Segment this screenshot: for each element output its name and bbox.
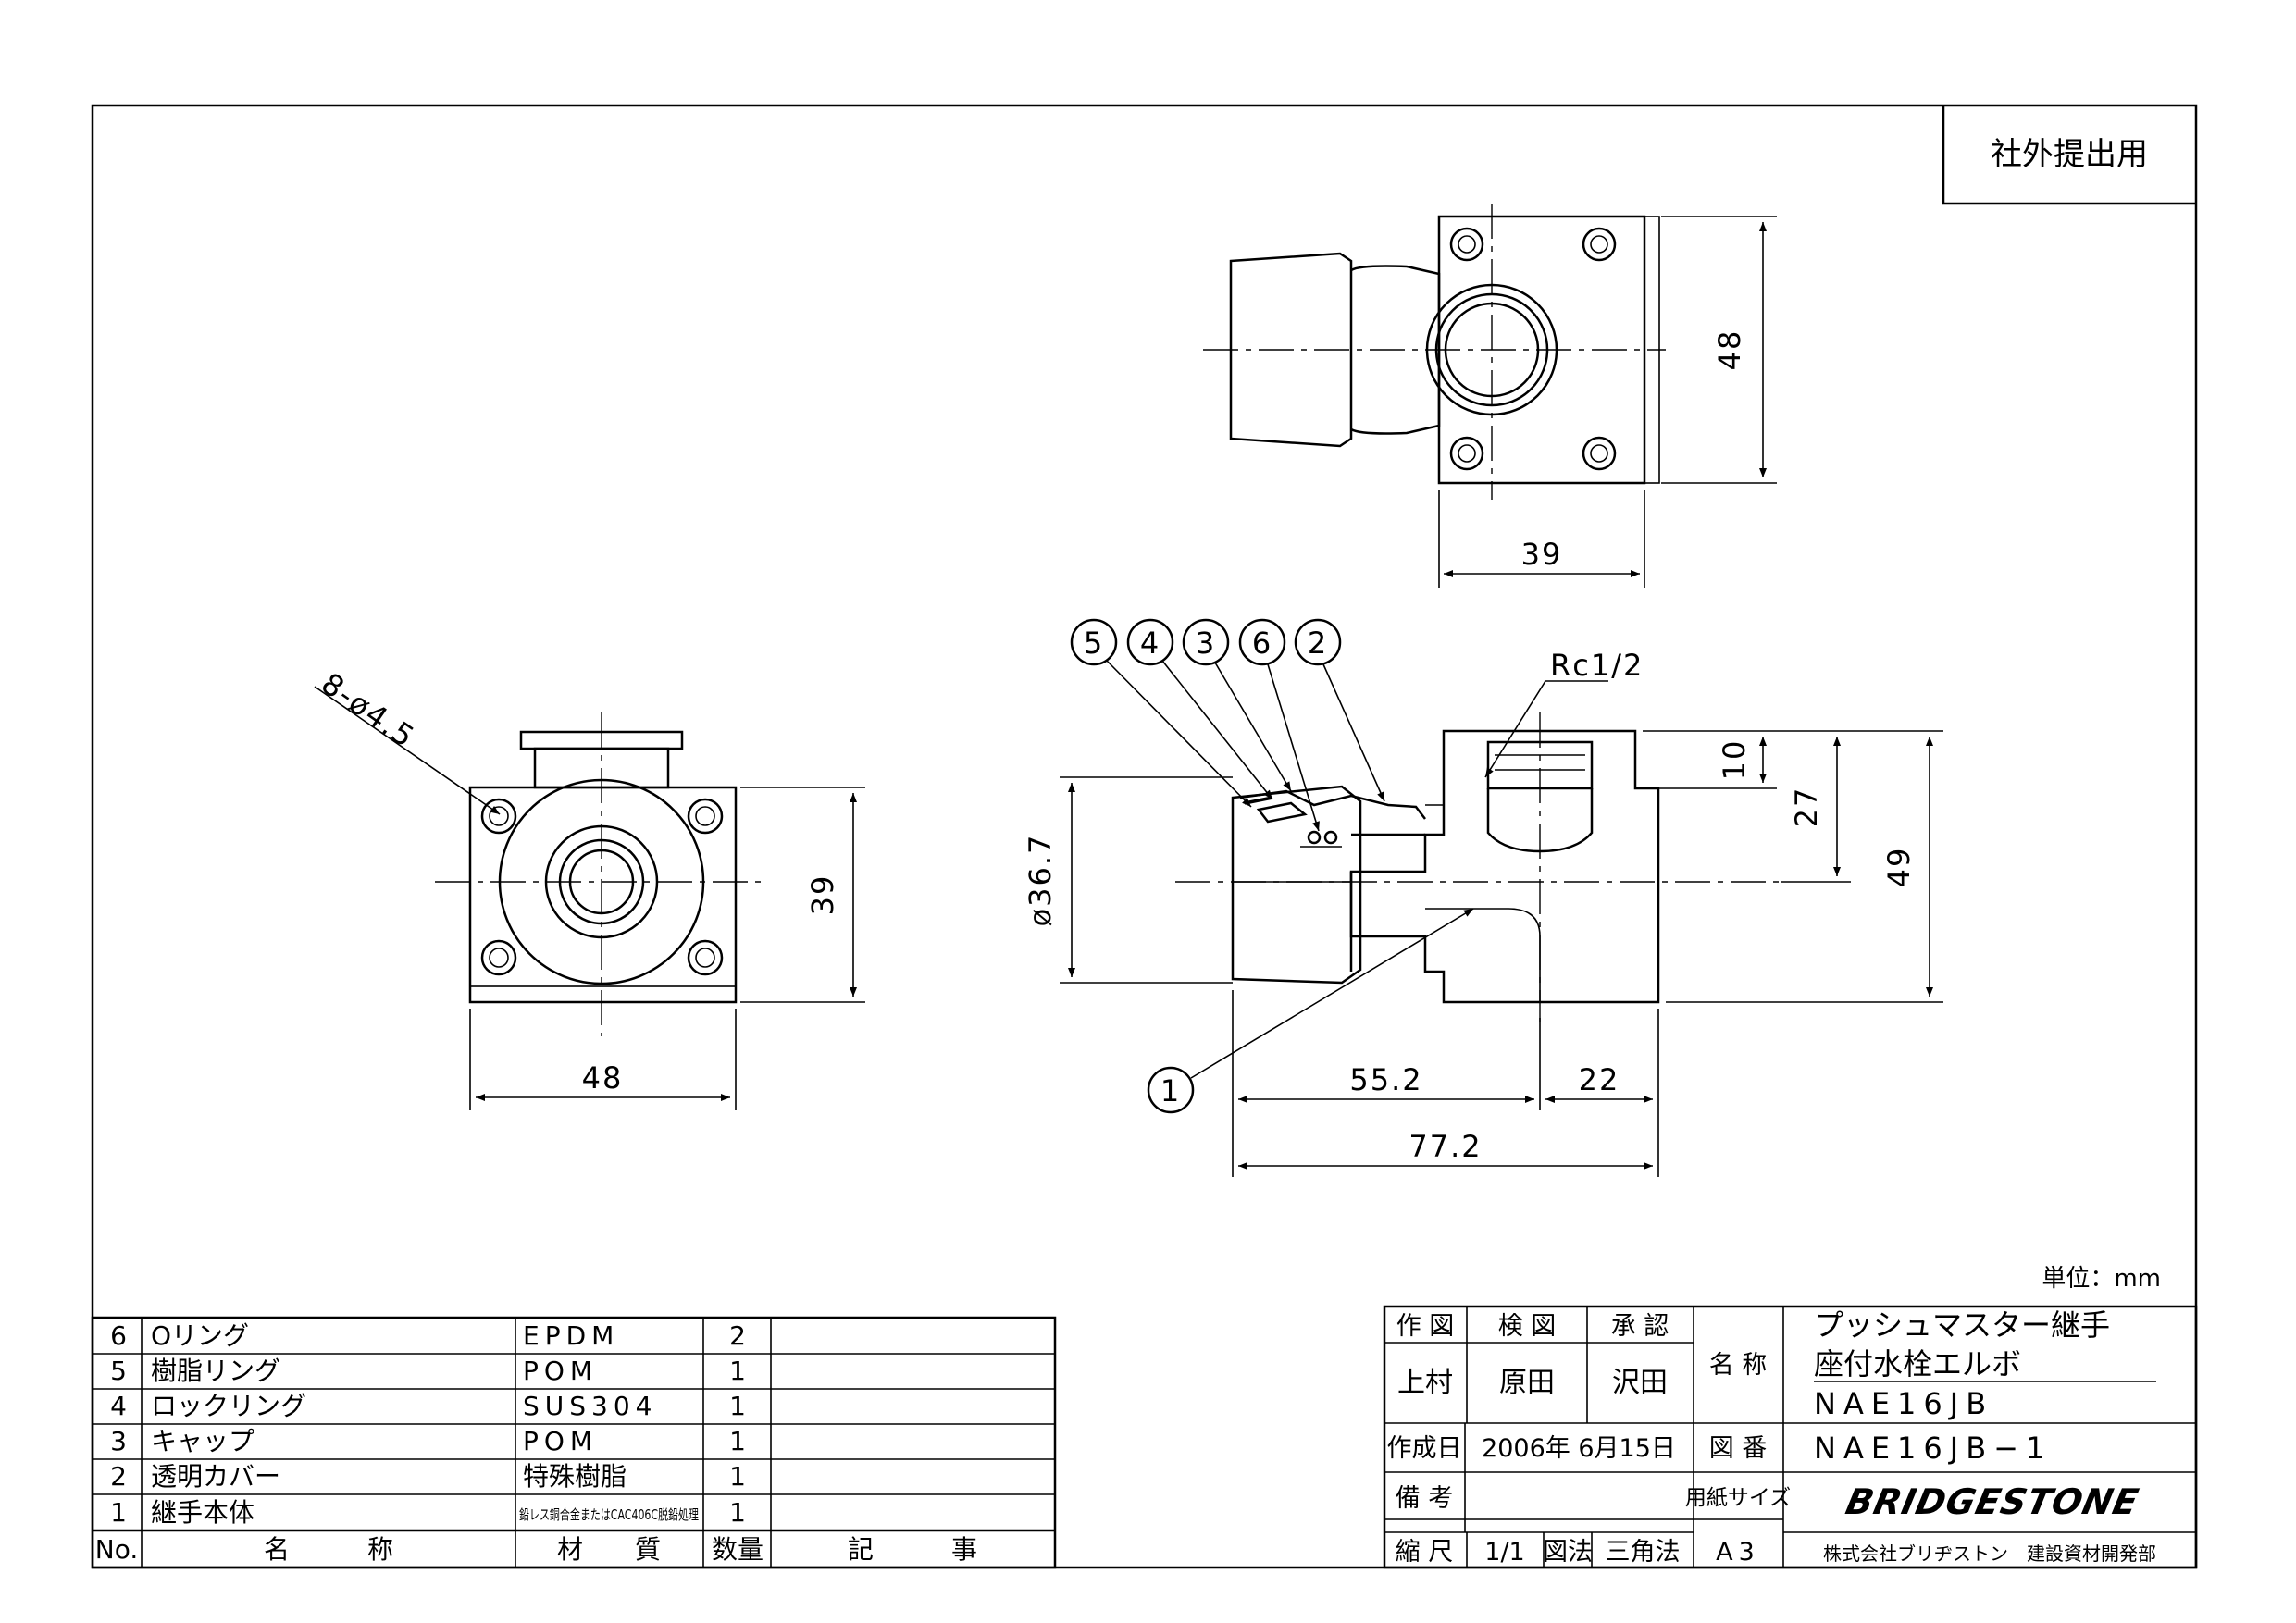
parts-header: No. 名 称 材 質 数量 記 事 bbox=[95, 1534, 977, 1565]
unit-label: 単位：mm bbox=[2042, 1265, 2161, 1293]
balloon-6: 6 bbox=[1252, 626, 1272, 661]
brand-logo: BRIDGESTONE bbox=[1843, 1481, 2143, 1523]
part-no: 6 bbox=[110, 1320, 127, 1351]
header-material: 材 質 bbox=[557, 1534, 661, 1565]
part-qty: 1 bbox=[729, 1391, 746, 1421]
section-thread-callout: Rc1/2 bbox=[1550, 648, 1644, 683]
parts-row: 6 Oリング EPDM 2 bbox=[110, 1320, 746, 1351]
front-hole-callout: 8-ø4.5 bbox=[315, 665, 421, 755]
part-material: POM bbox=[523, 1426, 598, 1456]
balloon-1: 1 bbox=[1160, 1073, 1181, 1109]
top-dim-height: 48 bbox=[1712, 329, 1747, 371]
parts-row: 1 継手本体 鉛レス銅合金またはCAC406C脱鉛処理 1 bbox=[110, 1497, 746, 1528]
sheet-frame bbox=[91, 104, 2198, 1569]
approved-by: 沢田 bbox=[1612, 1367, 1668, 1399]
balloon-3: 3 bbox=[1196, 626, 1216, 661]
product-name-line1: プッシュマスター継手 bbox=[1814, 1307, 2110, 1343]
part-no: 5 bbox=[110, 1356, 127, 1386]
paper-size: A3 bbox=[1716, 1538, 1760, 1567]
top-dim-width: 39 bbox=[1521, 537, 1563, 572]
part-name: 樹脂リング bbox=[151, 1356, 280, 1386]
title-block: 作 図 検 図 承 認 上村 原田 沢田 名 称 プッシュマスター継手 座付水栓… bbox=[1383, 1305, 2198, 1569]
section-dim-55: 55.2 bbox=[1349, 1062, 1422, 1097]
product-name-line2: 座付水栓エルボ bbox=[1814, 1346, 2021, 1381]
remarks-label: 備 考 bbox=[1396, 1484, 1454, 1513]
parts-row: 5 樹脂リング POM 1 bbox=[110, 1356, 746, 1386]
projection-method: 三角法 bbox=[1606, 1538, 1681, 1567]
drawing-no: NAE16JB−1 bbox=[1814, 1431, 2052, 1466]
checked-by: 原田 bbox=[1499, 1367, 1555, 1399]
part-material: POM bbox=[523, 1356, 598, 1386]
part-qty: 1 bbox=[729, 1497, 746, 1528]
part-material: 鉛レス銅合金またはCAC406C脱鉛処理 bbox=[519, 1506, 699, 1523]
product-model: NAE16JB bbox=[1814, 1386, 1993, 1421]
paper-size-label: 用紙サイズ bbox=[1685, 1486, 1791, 1510]
part-name: 透明カバー bbox=[151, 1461, 280, 1492]
part-no: 2 bbox=[110, 1461, 127, 1492]
part-no: 3 bbox=[110, 1426, 127, 1456]
section-dim-27: 27 bbox=[1789, 787, 1824, 828]
parts-row: 2 透明カバー 特殊樹脂 1 bbox=[110, 1461, 746, 1492]
scale-label: 縮 尺 bbox=[1396, 1538, 1454, 1567]
checked-label: 検 図 bbox=[1498, 1312, 1557, 1341]
part-name: キャップ bbox=[151, 1426, 254, 1456]
part-material: SUS304 bbox=[523, 1391, 657, 1421]
drawn-label: 作 図 bbox=[1396, 1312, 1455, 1341]
top-view: 48 39 bbox=[1203, 204, 1777, 588]
part-qty: 1 bbox=[729, 1356, 746, 1386]
part-name: Oリング bbox=[151, 1320, 249, 1351]
name-label: 名 称 bbox=[1709, 1351, 1768, 1380]
front-dim-width: 48 bbox=[582, 1060, 624, 1096]
drawing-no-label: 図 番 bbox=[1709, 1434, 1768, 1463]
section-dim-49: 49 bbox=[1881, 847, 1917, 888]
part-name: 継手本体 bbox=[151, 1497, 254, 1528]
stamp-box: 社外提出用 bbox=[1942, 105, 2196, 205]
section-dim-10: 10 bbox=[1717, 739, 1752, 781]
part-qty: 1 bbox=[729, 1461, 746, 1492]
header-name: 名 称 bbox=[264, 1534, 393, 1565]
part-qty: 1 bbox=[729, 1426, 746, 1456]
section-dim-diameter: ø36.7 bbox=[1023, 834, 1058, 927]
front-view: 8-ø4.5 39 48 bbox=[314, 665, 865, 1110]
part-no: 4 bbox=[110, 1391, 127, 1421]
parts-list: 6 Oリング EPDM 2 5 樹脂リング POM 1 4 ロックリング SUS… bbox=[91, 1316, 1057, 1569]
projection-label: 図法 bbox=[1543, 1538, 1593, 1567]
parts-row: 4 ロックリング SUS304 1 bbox=[110, 1391, 746, 1421]
header-note: 記 事 bbox=[848, 1534, 977, 1565]
part-qty: 2 bbox=[729, 1320, 746, 1351]
created-date: 2006年 6月15日 bbox=[1482, 1434, 1676, 1463]
stamp-text: 社外提出用 bbox=[1991, 136, 2148, 173]
header-no: No. bbox=[95, 1534, 138, 1565]
section-dim-22: 22 bbox=[1579, 1062, 1620, 1097]
part-name: ロックリング bbox=[151, 1391, 306, 1421]
approved-label: 承 認 bbox=[1611, 1312, 1669, 1341]
section-dim-77: 77.2 bbox=[1409, 1129, 1482, 1164]
balloon-4: 4 bbox=[1140, 626, 1160, 661]
balloon-5: 5 bbox=[1084, 626, 1104, 661]
parts-row: 3 キャップ POM 1 bbox=[110, 1426, 746, 1456]
header-qty: 数量 bbox=[712, 1534, 763, 1565]
section-view: 5 4 3 6 2 1 Rc1/2 ø36.7 10 27 bbox=[1023, 618, 1943, 1177]
date-label: 作成日 bbox=[1387, 1434, 1462, 1463]
balloon-2: 2 bbox=[1308, 626, 1328, 661]
part-no: 1 bbox=[110, 1497, 127, 1528]
drawn-by: 上村 bbox=[1397, 1367, 1453, 1399]
part-material: EPDM bbox=[523, 1320, 619, 1351]
front-dim-height: 39 bbox=[805, 874, 840, 916]
scale-value: 1/1 bbox=[1484, 1538, 1524, 1567]
part-material: 特殊樹脂 bbox=[523, 1461, 627, 1492]
company-name: 株式会社ブリヂストン 建設資材開発部 bbox=[1823, 1542, 2156, 1565]
